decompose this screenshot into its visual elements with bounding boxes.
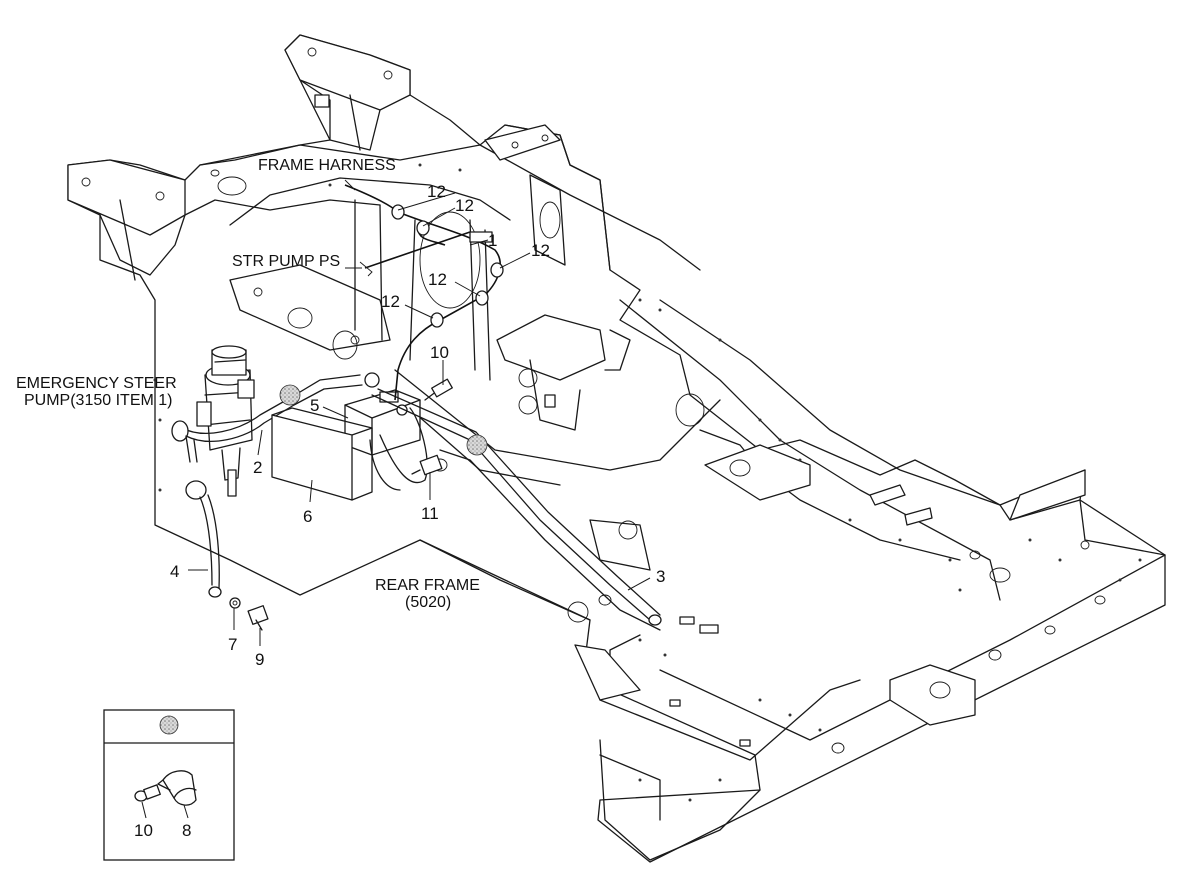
callout-9: 9 — [255, 650, 264, 669]
callout-11: 11 — [421, 504, 439, 523]
textured-dot-icon — [466, 434, 488, 456]
callout-1: 1 — [488, 231, 497, 250]
fitting-11 — [411, 454, 443, 476]
rear-frame-label-line1: REAR FRAME — [375, 577, 480, 594]
callout-4: 4 — [170, 562, 179, 581]
hose-4 — [185, 480, 222, 598]
frame-harness-label: FRAME HARNESS — [258, 157, 396, 174]
textured-dot-icon — [279, 384, 301, 406]
callout-10: 10 — [134, 821, 153, 840]
leader-lines — [188, 192, 651, 646]
callout-12: 12 — [427, 182, 446, 201]
clamp-markers — [279, 384, 488, 456]
fitting-10-upper — [424, 378, 453, 401]
mounting-bracket-6 — [271, 407, 373, 501]
callout-7: 7 — [228, 635, 237, 654]
rear-frame-drawing — [67, 34, 1166, 863]
callout-5: 5 — [310, 396, 319, 415]
callout-2: 2 — [253, 458, 262, 477]
washer-7 — [229, 597, 241, 609]
emergency-pump-label-line1: EMERGENCY STEER — [16, 375, 177, 392]
textured-dot-icon — [159, 715, 179, 735]
callout-8: 8 — [182, 821, 191, 840]
callout-12: 12 — [381, 292, 400, 311]
callout-12: 12 — [531, 241, 550, 260]
callout-6: 6 — [303, 507, 312, 526]
callout-12: 12 — [455, 196, 474, 215]
clamp-8 — [157, 770, 197, 806]
bolt-9 — [247, 605, 269, 631]
hose-3 — [371, 388, 662, 626]
rear-frame-label-line2: (5020) — [405, 594, 451, 611]
callout-10: 10 — [430, 343, 449, 362]
hose-2 — [171, 372, 380, 463]
callout-12: 12 — [428, 270, 447, 289]
callout-3: 3 — [656, 567, 665, 586]
frame-harness-wire — [344, 179, 504, 401]
emergency-steer-pump — [196, 345, 255, 497]
emergency-pump-label-line2: PUMP(3150 ITEM 1) — [24, 392, 172, 409]
bolt-10 — [134, 784, 161, 802]
str-pump-ps-label: STR PUMP PS — [232, 253, 340, 270]
inset-detail-box: 10 8 — [103, 709, 235, 861]
valve-block-5 — [344, 389, 428, 491]
